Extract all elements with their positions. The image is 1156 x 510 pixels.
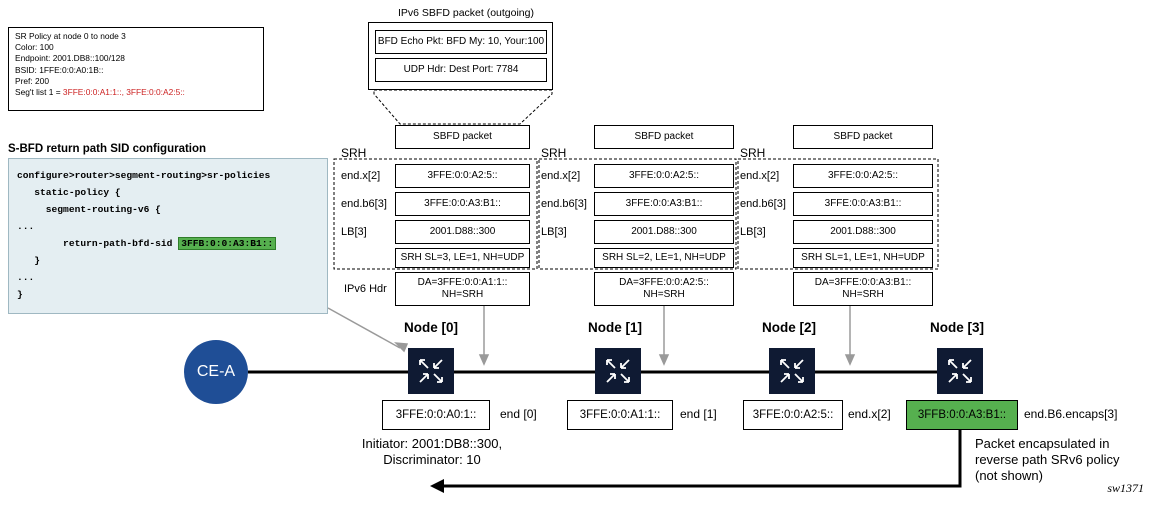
- srh-row-label: end.x[2]: [740, 170, 780, 182]
- figure-id: sw1371: [1107, 481, 1144, 495]
- return-path-arrow: [442, 430, 962, 488]
- srh-row-label: end.x[2]: [541, 170, 581, 182]
- policy-line: SR Policy at node 0 to node 3: [15, 31, 126, 41]
- node-label-3: Node [3]: [930, 320, 984, 335]
- srh-segment-box: 3FFE:0:0:A3:B1::: [594, 192, 734, 216]
- initiator-note: Initiator: 2001:DB8::300, Discriminator:…: [352, 436, 512, 468]
- segment-list-line: Seg't list 1 = 3FFE:0:0:A1:1::, 3FFE:0:0…: [15, 87, 257, 98]
- srh-segment-box: 2001.D88::300: [594, 220, 734, 244]
- encap-line: Packet encapsulated in: [975, 436, 1110, 451]
- srh-segment-box: 3FFE:0:0:A3:B1::: [793, 192, 933, 216]
- node-sid-box-2: 3FFE:0:0:A2:5::: [743, 400, 843, 430]
- srh-row-label: end.b6[3]: [341, 198, 387, 210]
- srh-row-label: end.b6[3]: [541, 198, 587, 210]
- segment-list-value: 3FFE:0:0:A1:1::, 3FFE:0:0:A2:5::: [62, 87, 185, 98]
- config-line-return-path: return-path-bfd-sid 3FFB:0:0:A3:B1::: [17, 235, 319, 252]
- router-icon: [937, 348, 983, 394]
- srh-segment-box: 2001.D88::300: [395, 220, 530, 244]
- return-path-sid-highlight: 3FFB:0:0:A3:B1::: [178, 237, 277, 250]
- srh-header-box: SRH SL=2, LE=1, NH=UDP: [594, 248, 734, 268]
- node-label-2: Node [2]: [762, 320, 816, 335]
- policy-line: BSID: 1FFE:0:0:A0:1B::: [15, 64, 104, 75]
- srh-label-1: SRH: [541, 146, 567, 160]
- ipv6-hdr-box-2: DA=3FFE:0:0:A3:B1:: NH=SRH: [793, 272, 933, 306]
- config-panel: configure>router>segment-routing>sr-poli…: [8, 158, 328, 314]
- config-line: }: [17, 289, 23, 300]
- sr-policy-box: SR Policy at node 0 to node 3 Color: 100…: [8, 27, 264, 111]
- srh-header-box: SRH SL=3, LE=1, NH=UDP: [395, 248, 530, 268]
- config-line: static-policy {: [17, 187, 121, 198]
- node-sid-box-0: 3FFE:0:0:A0:1::: [382, 400, 490, 430]
- nh-line: NH=SRH: [842, 289, 884, 300]
- config-line: configure>router>segment-routing>sr-poli…: [17, 170, 271, 181]
- sbfd-packet-box-0: SBFD packet: [395, 125, 530, 149]
- srh-row-label: LB[3]: [541, 226, 567, 238]
- srh-row-label: LB[3]: [740, 226, 766, 238]
- sbfd-packet-box-2: SBFD packet: [793, 125, 933, 149]
- srh-header-box: SRH SL=1, LE=1, NH=UDP: [793, 248, 933, 268]
- router-icon: [595, 348, 641, 394]
- node-sid-box-3: 3FFB:0:0:A3:B1::: [906, 400, 1018, 430]
- ipv6-packet-frame: [368, 22, 553, 90]
- srh-frame-1: [538, 158, 737, 270]
- udp-hdr-box: UDP Hdr: Dest Port: 7784: [375, 58, 547, 82]
- encap-line: (not shown): [975, 468, 1043, 483]
- initiator-line: Initiator: 2001:DB8::300,: [361, 436, 503, 451]
- srh-frame-2: [737, 158, 939, 270]
- ipv6-hdr-box-1: DA=3FFE:0:0:A2:5:: NH=SRH: [594, 272, 734, 306]
- nh-line: NH=SRH: [441, 289, 484, 300]
- node-label-1: Node [1]: [588, 320, 642, 335]
- end-label-0: end [0]: [500, 407, 537, 421]
- config-line: return-path-bfd-sid: [17, 238, 179, 249]
- end-label-2: end.x[2]: [848, 407, 891, 421]
- arrow-config: [327, 307, 401, 349]
- srh-segment-box: 3FFE:0:0:A2:5::: [793, 164, 933, 188]
- srh-label-0: SRH: [341, 146, 367, 160]
- policy-line: Endpoint: 2001.DB8::100/128: [15, 53, 125, 64]
- da-line: DA=3FFE:0:0:A1:1::: [417, 277, 508, 288]
- srh-segment-box: 3FFE:0:0:A3:B1::: [395, 192, 530, 216]
- packet-expansion-outline: [373, 89, 553, 125]
- config-line: ...: [17, 272, 35, 283]
- encap-line: reverse path SRv6 policy: [975, 452, 1120, 467]
- srh-segment-box: 2001.D88::300: [793, 220, 933, 244]
- srh-row-label: end.x[2]: [341, 170, 381, 182]
- srh-frame-0: [333, 158, 538, 270]
- config-title: S-BFD return path SID configuration: [8, 143, 207, 155]
- discriminator-line: Discriminator: 10: [383, 452, 481, 467]
- end-label-1: end [1]: [680, 407, 717, 421]
- router-icon: [408, 348, 454, 394]
- router-icon: [769, 348, 815, 394]
- srh-segment-box: 3FFE:0:0:A2:5::: [395, 164, 530, 188]
- srh-label-2: SRH: [740, 146, 766, 160]
- ipv6-hdr-box-0: DA=3FFE:0:0:A1:1:: NH=SRH: [395, 272, 530, 306]
- srh-segment-box: 3FFE:0:0:A2:5::: [594, 164, 734, 188]
- ipv6-hdr-label: IPv6 Hdr: [344, 283, 387, 295]
- config-line: }: [17, 255, 41, 266]
- ipv6-packet-title: IPv6 SBFD packet (outgoing): [398, 7, 534, 19]
- node-sid-box-1: 3FFE:0:0:A1:1::: [567, 400, 673, 430]
- config-line: ...: [17, 221, 35, 232]
- da-line: DA=3FFE:0:0:A2:5::: [619, 277, 709, 288]
- da-line: DA=3FFE:0:0:A3:B1::: [814, 277, 912, 288]
- srh-row-label: LB[3]: [341, 226, 367, 238]
- node-label-0: Node [0]: [404, 320, 458, 335]
- policy-line: Color: 100: [15, 42, 54, 53]
- nh-line: NH=SRH: [643, 289, 685, 300]
- sbfd-packet-box-1: SBFD packet: [594, 125, 734, 149]
- srh-row-label: end.b6[3]: [740, 198, 786, 210]
- segment-list-prefix: Seg't list 1 =: [15, 87, 63, 98]
- ce-a-node: CE-A: [184, 340, 248, 404]
- encap-note: Packet encapsulated in reverse path SRv6…: [975, 436, 1120, 484]
- policy-line: Pref: 200: [15, 75, 49, 86]
- bfd-echo-box: BFD Echo Pkt: BFD My: 10, Your:100: [375, 30, 547, 54]
- end-label-3: end.B6.encaps[3]: [1024, 407, 1118, 421]
- config-line: segment-routing-v6 {: [17, 204, 161, 215]
